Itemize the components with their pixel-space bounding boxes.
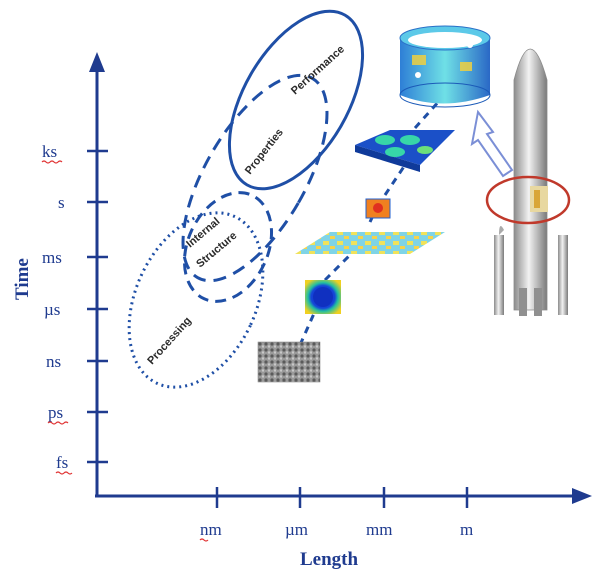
x-ticks <box>215 487 469 508</box>
x-tick-labels: nm µm mm m <box>200 520 473 539</box>
properties-ellipse <box>181 73 329 283</box>
axes <box>89 52 592 504</box>
atomistic-image <box>257 341 321 383</box>
region-labels: Performance Properties Internal Structur… <box>145 43 347 367</box>
x-axis-title: Length <box>300 549 359 570</box>
processing-ellipse <box>127 211 265 389</box>
y-tick-label-ns: ns <box>46 352 61 371</box>
small-cell-image <box>365 198 391 219</box>
performance-ellipse <box>227 9 365 191</box>
zoom-arrow <box>470 109 514 178</box>
region-ellipses <box>127 9 365 389</box>
lamina-image <box>295 232 445 254</box>
y-tick-label-s: s <box>58 193 65 212</box>
cylinder-shell-image <box>399 25 491 108</box>
x-tick-label-mm: mm <box>366 520 392 539</box>
unit-cell-image <box>305 280 341 314</box>
y-tick-label-ms: ms <box>42 248 62 267</box>
rocket-image <box>494 48 568 316</box>
y-tick-labels: ks s ms µs ns ps fs <box>42 142 68 472</box>
plate-image <box>355 130 455 172</box>
internal-structure-ellipse <box>182 191 274 303</box>
x-tick-label-nm: nm <box>200 520 222 539</box>
x-axis-arrow <box>572 488 592 504</box>
y-ticks <box>87 149 108 464</box>
highlight-ring <box>485 175 571 225</box>
properties-label: Properties <box>243 127 286 177</box>
y-tick-label-us: µs <box>44 300 60 319</box>
spellcheck-underlines <box>41 160 209 542</box>
performance-label: Performance <box>289 43 347 97</box>
x-tick-label-m: m <box>460 520 473 539</box>
y-tick-label-fs: fs <box>56 453 68 472</box>
y-axis-title: Time <box>12 258 33 300</box>
y-tick-label-ps: ps <box>48 403 63 422</box>
x-tick-label-um: µm <box>285 520 308 539</box>
y-tick-label-ks: ks <box>42 142 57 161</box>
processing-label: Processing <box>145 315 194 367</box>
y-axis-arrow <box>89 52 105 72</box>
